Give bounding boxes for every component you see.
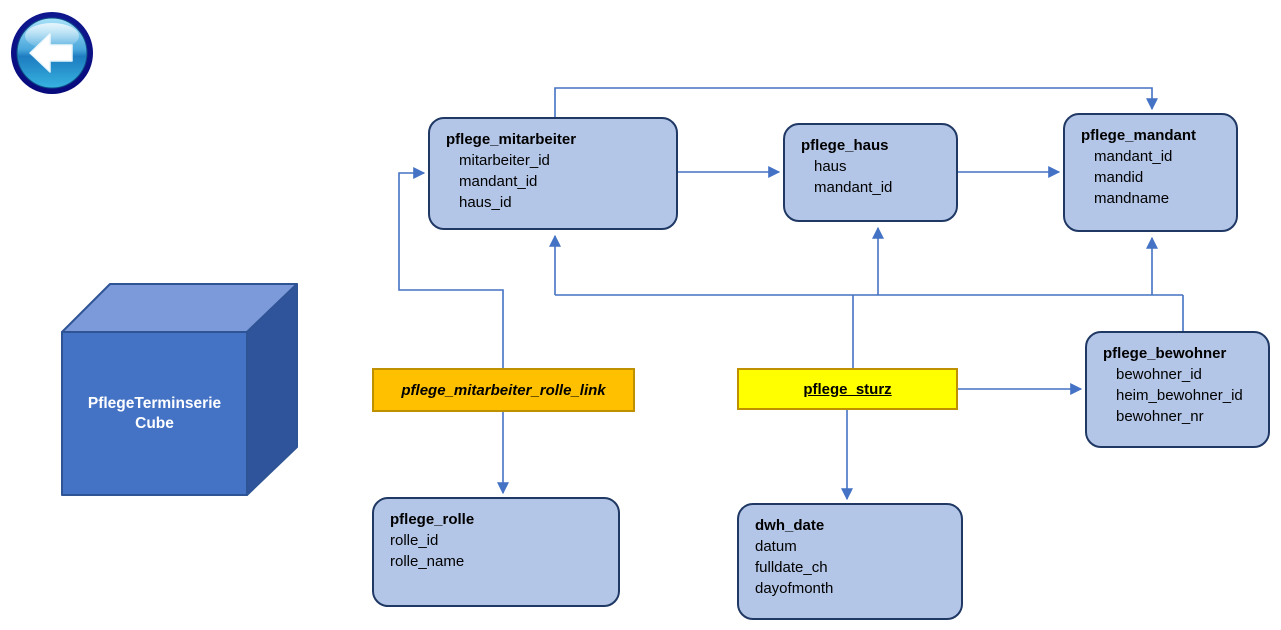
back-button[interactable]	[8, 8, 98, 98]
entity-field: mandid	[1094, 169, 1144, 186]
linktable-pflege-mitarbeiter-rolle-link: pflege_mitarbeiter_rolle_link	[372, 368, 635, 412]
entity-field: rolle_id	[390, 532, 439, 549]
entity-field: datum	[755, 538, 797, 555]
entity-title: pflege_mandant	[1081, 127, 1197, 144]
entity-field: bewohner_nr	[1116, 408, 1204, 425]
entity-field: mandant_id	[1094, 148, 1173, 165]
cube-top-face	[61, 283, 298, 333]
cube-label-line1: PflegeTerminserie	[87, 394, 222, 412]
entity-pflege-rolle: pflege_rolle rolle_id rolle_name	[372, 497, 620, 607]
entity-pflege-mandant: pflege_mandant mandant_id mandid mandnam…	[1063, 113, 1238, 232]
entity-title: dwh_date	[755, 517, 825, 534]
entity-field: mitarbeiter_id	[459, 152, 550, 169]
entity-field: rolle_name	[390, 553, 465, 570]
entity-field: heim_bewohner_id	[1116, 387, 1243, 404]
entity-field: mandant_id	[814, 179, 893, 196]
conn-mitarbeiter-to-mandant-top	[554, 87, 1158, 117]
entity-pflege-haus: pflege_haus haus mandant_id	[783, 123, 958, 222]
entity-title: pflege_bewohner	[1103, 345, 1227, 362]
entity-field: bewohner_id	[1116, 366, 1202, 383]
cube-side-face	[246, 283, 298, 496]
entity-title: pflege_haus	[801, 137, 889, 154]
entity-field: mandant_id	[459, 173, 538, 190]
entity-field: fulldate_ch	[755, 559, 828, 576]
cube-label: PflegeTerminserie Cube	[62, 332, 247, 495]
entity-field: haus	[814, 158, 847, 175]
back-icon	[11, 12, 93, 94]
linktable-title: pflege_sturz	[803, 380, 892, 398]
entity-title: pflege_rolle	[390, 511, 475, 528]
entity-field: dayofmonth	[755, 580, 834, 597]
entity-field: haus_id	[459, 194, 512, 211]
entity-dwh-date: dwh_date datum fulldate_ch dayofmonth	[737, 503, 963, 620]
entity-field: mandname	[1094, 190, 1170, 207]
cube-label-line2: Cube	[135, 414, 174, 432]
entity-pflege-mitarbeiter: pflege_mitarbeiter mitarbeiter_id mandan…	[428, 117, 678, 230]
entity-title: pflege_mitarbeiter	[446, 131, 577, 148]
linktable-pflege-sturz: pflege_sturz	[737, 368, 958, 410]
entity-pflege-bewohner: pflege_bewohner bewohner_id heim_bewohne…	[1085, 331, 1270, 448]
linktable-title: pflege_mitarbeiter_rolle_link	[401, 381, 606, 399]
